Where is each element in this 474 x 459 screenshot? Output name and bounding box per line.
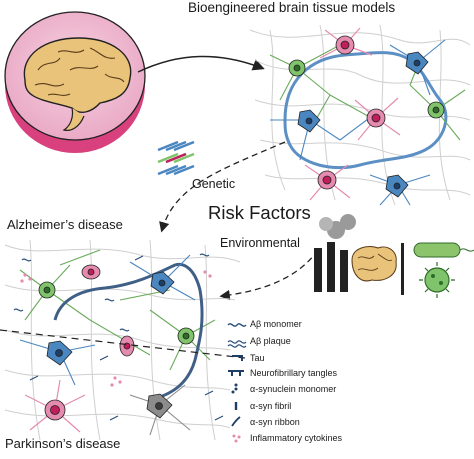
- syn-ribbon-icon: [231, 416, 241, 427]
- bacterium-icon: [413, 242, 474, 258]
- neurofibrillary-tangle-icon: [228, 370, 244, 376]
- legend-icons: [227, 323, 247, 443]
- disease-divider: [0, 329, 246, 359]
- top-title: Bioengineered brain tissue models: [188, 0, 396, 15]
- legend-label-abeta-plaque: Aβ plaque: [250, 336, 291, 346]
- abeta-plaque-icon: [227, 340, 247, 348]
- risk-factors-label: Risk Factors: [208, 202, 311, 223]
- legend-label-syn-ribbon: α-syn ribbon: [250, 417, 300, 427]
- brain-icon: [351, 246, 397, 282]
- top-tissue-model: [249, 24, 471, 206]
- legend-label-abeta-monomer: Aβ monomer: [250, 319, 302, 329]
- legend-label-tau: Tau: [250, 353, 265, 363]
- genetic-label: Genetic: [192, 177, 236, 191]
- environmental-arrow: [219, 249, 319, 301]
- genetic-arrow: [159, 141, 286, 233]
- legend-label-cytokines: Inflammatory cytokines: [250, 433, 343, 443]
- parkinsons-label: Parkinson’s disease: [5, 436, 121, 451]
- tau-icon: [232, 355, 243, 361]
- legend-label-synuclein-monomer: α-synuclein monomer: [250, 384, 337, 394]
- dish-to-model-arrow: [137, 55, 265, 73]
- alzheimers-label: Alzheimer’s disease: [7, 217, 123, 232]
- abeta-monomer-icon: [227, 323, 247, 327]
- legend-label-neurofibrillary-tangles: Neurofibrillary tangles: [250, 368, 338, 378]
- legend-label-syn-fibril: α-syn fibril: [250, 401, 292, 411]
- cytokine-icon: [232, 434, 241, 443]
- barrier-icon: [401, 243, 404, 295]
- synuclein-monomer-icon: [231, 383, 238, 394]
- environmental-label: Environmental: [220, 236, 300, 250]
- factory-icon: [314, 214, 356, 292]
- diseased-tissue-model: [0, 239, 246, 441]
- dna-strands-icon: [157, 140, 195, 176]
- virus-icon: [419, 262, 455, 298]
- petri-dish-with-brain: [4, 11, 146, 153]
